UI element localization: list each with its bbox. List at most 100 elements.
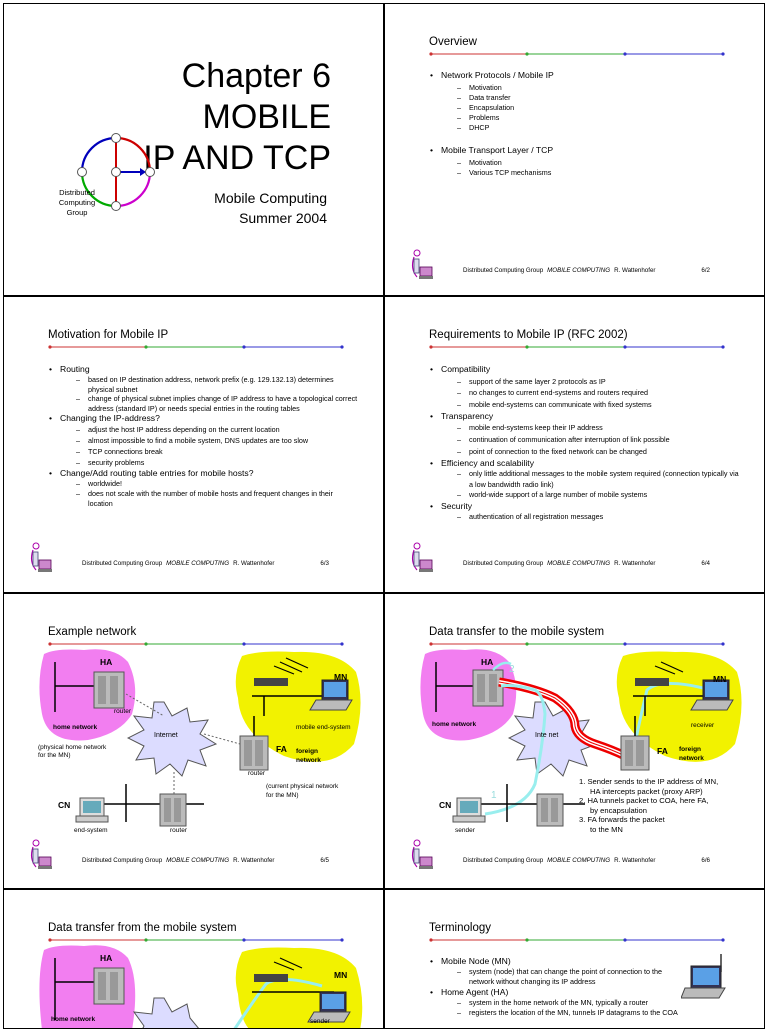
sub-item: authentication of all registration messa… (441, 512, 739, 522)
end-system-label: end-system (74, 827, 108, 834)
sub-item: DHCP (441, 123, 554, 133)
step-1-marker: 1 (491, 790, 497, 801)
logo-caption-line1: Distributed (52, 188, 102, 198)
list-item: Security authentication of all registrat… (429, 501, 739, 523)
footer-course: MOBILE COMPUTING (547, 560, 610, 567)
step-number: 3. (579, 815, 585, 824)
dcg-small-logo-icon (409, 540, 435, 578)
list-item: Transparency mobile end-systems keep the… (429, 411, 739, 458)
chapter-title-line1: Chapter 6 (143, 56, 331, 97)
footer-author: R. Wattenhofer (233, 857, 274, 864)
title-rule (48, 345, 344, 349)
sub-list: adjust the host IP address depending on … (60, 424, 358, 468)
sub-list: authentication of all registration messa… (441, 512, 739, 522)
sub-item: no changes to current end-systems and ro… (441, 387, 739, 399)
list-item: Efficiency and scalability only little a… (429, 458, 739, 501)
sub-item: based on IP destination address, network… (60, 375, 358, 394)
sub-item: TCP connections break (60, 446, 358, 457)
sub-item: registers the location of the MN, tunnel… (441, 1008, 749, 1018)
receiver-label: receiver (691, 722, 714, 729)
sub-list: Motivation Various TCP mechanisms (441, 158, 554, 178)
chapter-title-line3: IP AND TCP (143, 138, 331, 179)
ha-label: HA (481, 657, 493, 667)
network-diagram (385, 594, 765, 889)
step-2-marker: 2 (509, 664, 515, 675)
home-network-label: home network (51, 1016, 95, 1023)
slide-example-network: Example network (3, 593, 384, 889)
slide-overview: Overview Network Protocols / Mobile IP M… (384, 3, 765, 296)
page-number: 6/6 (701, 857, 710, 864)
modem-icon (635, 678, 669, 686)
bullet-list: Routing based on IP destination address,… (48, 364, 358, 509)
sub-item: almost impossible to find a mobile syste… (60, 435, 358, 446)
page-number: 6/2 (701, 267, 710, 274)
network-diagram (4, 594, 384, 889)
sub-item: point of connection to the fixed network… (441, 446, 739, 458)
bullet-list: Network Protocols / Mobile IP Motivation… (429, 70, 554, 178)
sub-item: world-wide support of a large number of … (441, 490, 739, 501)
page-number: 6/4 (701, 560, 710, 567)
mn-label: MN (334, 672, 347, 682)
sub-list: only little additional messages to the m… (441, 469, 739, 501)
cn-label: CN (58, 800, 70, 810)
step-text: FA forwards the packet (587, 815, 664, 824)
page-number: 6/3 (320, 560, 329, 567)
sub-item: Encapsulation (441, 103, 554, 113)
slide-title: Chapter 6 MOBILE IP AND TCP Mobile Compu… (3, 3, 384, 296)
logo-caption: Distributed Computing Group (52, 188, 102, 218)
sub-list: Motivation Data transfer Encapsulation P… (441, 83, 554, 133)
footer-author: R. Wattenhofer (614, 560, 655, 567)
list-item-text: Routing (60, 364, 90, 374)
mobile-end-system-label: mobile end-system (296, 724, 351, 731)
home-note-line2: for the MN) (38, 752, 71, 759)
sub-list: mobile end-systems keep their IP address… (441, 422, 739, 457)
step-text-cont: HA intercepts packet (proxy ARP) (579, 787, 703, 796)
sub-item: Data transfer (441, 93, 554, 103)
fa-label: FA (657, 746, 668, 756)
slide-requirements: Requirements to Mobile IP (RFC 2002) Com… (384, 296, 765, 593)
chapter-title-line2: MOBILE (143, 97, 331, 138)
footer-group: Distributed Computing Group (82, 857, 162, 864)
list-item: Compatibility support of the same layer … (429, 364, 739, 411)
sub-list: worldwide! does not scale with the numbe… (60, 479, 358, 509)
slide-title-text: Requirements to Mobile IP (RFC 2002) (429, 329, 628, 341)
course-info: Mobile Computing Summer 2004 (214, 188, 327, 228)
sender-label: sender (455, 827, 475, 834)
title-rule (429, 345, 725, 349)
sub-item: Various TCP mechanisms (441, 168, 554, 178)
list-item-text: Change/Add routing table entries for mob… (60, 468, 253, 478)
modem-icon (254, 974, 288, 982)
list-item-text: Changing the IP-address? (60, 413, 160, 423)
current-note-line2: for the MN) (266, 792, 299, 799)
list-item: Change/Add routing table entries for mob… (48, 468, 358, 509)
slide-motivation: Motivation for Mobile IP Routing based o… (3, 296, 384, 593)
internet-cloud (134, 998, 200, 1029)
sub-item: does not scale with the number of mobile… (60, 489, 358, 509)
foreign-network-label-line1: foreign (679, 746, 701, 753)
logo-caption-line3: Group (52, 208, 102, 218)
modem-icon (254, 678, 288, 686)
dcg-small-logo-icon (409, 247, 435, 285)
slide-data-transfer-to: Data transfer to the mobile system (384, 593, 765, 889)
fa-router-label: router (248, 770, 265, 777)
foreign-network-label-line2: network (679, 755, 704, 762)
bullet-list: Compatibility support of the same layer … (429, 364, 739, 522)
list-item-text: Security (441, 501, 472, 511)
list-item-text: Mobile Transport Layer / TCP (441, 145, 553, 155)
sub-item: Motivation (441, 158, 554, 168)
list-item: Changing the IP-address? adjust the host… (48, 413, 358, 468)
list-item-text: Efficiency and scalability (441, 458, 534, 468)
cn-router-icon (537, 794, 563, 826)
steps-list: 1. Sender sends to the IP address of MN,… (579, 777, 718, 835)
mn-label: MN (334, 970, 347, 980)
step-item: 2. HA tunnels packet to COA, here FA,by … (579, 796, 718, 815)
current-note-line1: (current physical network (266, 783, 338, 790)
sub-item: Problems (441, 113, 554, 123)
footer-group: Distributed Computing Group (82, 560, 162, 567)
footer-author: R. Wattenhofer (614, 857, 655, 864)
course-name: Mobile Computing (214, 188, 327, 208)
list-item-text: Compatibility (441, 364, 490, 374)
